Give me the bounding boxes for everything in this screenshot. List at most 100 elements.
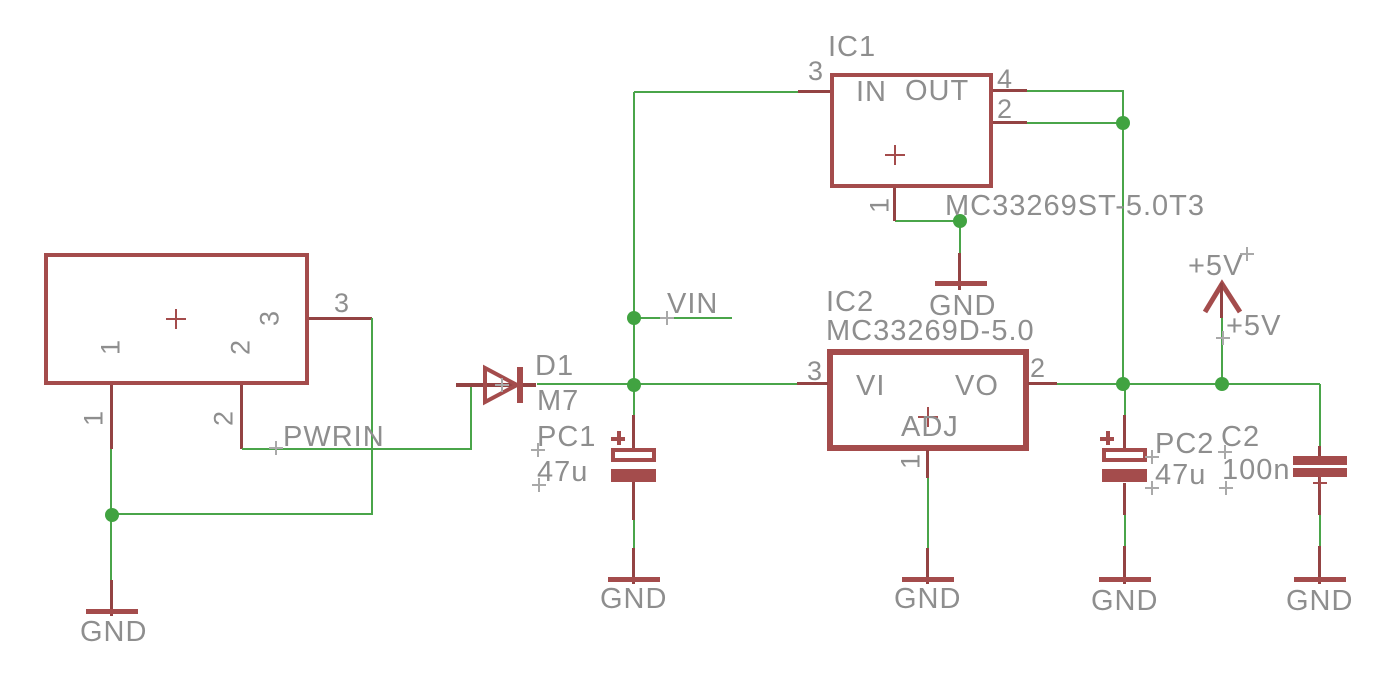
ic1-pin-in-stub <box>798 90 830 93</box>
gnd-ic2-stub <box>926 548 929 584</box>
connector-pin-number-1: 1 <box>78 410 109 427</box>
ic1-pin-number-3: 3 <box>808 56 824 86</box>
connector-pin-number-2: 2 <box>208 410 239 427</box>
c2-bottom-plate <box>1293 468 1347 477</box>
vin-origin-cross <box>660 311 674 325</box>
connector-pin2-stub <box>240 385 243 449</box>
ic2-pin-adj-stub <box>926 450 929 478</box>
ic1-pin1-stub <box>893 188 896 221</box>
ic2-value: MC33269D-5.0 <box>826 315 1035 347</box>
gnd-ic2-label: GND <box>894 583 962 615</box>
ic2-body <box>827 349 1029 451</box>
diode-designator: D1 <box>535 350 575 382</box>
junction-ic1-gnd <box>953 214 967 228</box>
ic1-gnd-bar <box>935 281 987 286</box>
junction-output-rail <box>1116 377 1130 391</box>
c2-top-plate <box>1293 456 1347 465</box>
ic1-gnd-stub <box>958 253 961 290</box>
pc2-value: 47u <box>1155 459 1207 491</box>
ic1-pin-out-name: OUT <box>905 75 970 107</box>
wire-ic1-out4 <box>1027 90 1124 92</box>
wire-c2-drop <box>1319 384 1321 446</box>
net-label-vin: VIN <box>667 288 719 320</box>
gnd-left-label: GND <box>80 616 148 648</box>
connector-pin1-stub <box>110 385 113 449</box>
wire-to-ic1-in <box>634 91 798 93</box>
gnd-ic2-bar <box>902 577 954 582</box>
gnd-pc2-bar <box>1099 577 1151 582</box>
connector-pin-name-2: 2 <box>225 339 256 356</box>
wire-to-diode <box>470 385 472 449</box>
wire-ic1-out2 <box>1027 122 1123 124</box>
ic2-pin-number-3: 3 <box>807 356 823 386</box>
power-connector-symbol <box>44 253 309 385</box>
connector-pin3-stub <box>309 317 372 320</box>
pc2-top-plate <box>1102 448 1147 462</box>
pc1-top-plate <box>611 448 656 462</box>
pc2-label-cross <box>1145 450 1159 464</box>
net-label-pwrin: PWRIN <box>283 421 385 453</box>
pc1-bottom-stub <box>632 482 635 520</box>
pc2-bottom-plate <box>1102 469 1147 482</box>
diode-value: M7 <box>537 385 580 417</box>
wire-output-rail <box>1057 383 1320 385</box>
pc2-top-stub <box>1123 415 1126 448</box>
wire-diode-to-junction <box>537 383 798 385</box>
pwrin-origin-cross <box>269 441 283 455</box>
ic1-pin-number-4: 4 <box>997 64 1013 94</box>
c2-value-cross <box>1219 481 1233 495</box>
pc1-value-cross <box>532 478 546 492</box>
wire-vin-riser <box>633 92 635 385</box>
ic1-designator: IC1 <box>828 31 877 63</box>
gnd-pc1-label: GND <box>600 583 668 615</box>
gnd-left-bar <box>86 609 138 614</box>
ic1-pin-number-2: 2 <box>997 94 1013 124</box>
pc2-value-cross <box>1145 481 1159 495</box>
gnd-left-stub <box>110 580 113 616</box>
c2-origin-cross <box>1313 476 1327 490</box>
ic2-pin-number-2: 2 <box>1030 353 1046 383</box>
junction-p5v-tap <box>1215 377 1229 391</box>
pc1-bottom-plate <box>611 469 656 482</box>
ic1-pin-number-1: 1 <box>864 197 895 214</box>
ic1-pin4-stub <box>993 89 1027 92</box>
ic1-origin-cross <box>885 145 905 165</box>
connector-origin-cross <box>166 309 186 329</box>
ic1-gnd-label: GND <box>929 290 997 322</box>
pc2-designator: PC2 <box>1155 428 1215 460</box>
c2-designator: C2 <box>1221 421 1261 453</box>
p5v-stub <box>1220 283 1223 318</box>
p5v-symbol-cross <box>1240 247 1254 261</box>
wire-c2-bottom <box>1319 515 1321 546</box>
gnd-c2-bar <box>1294 577 1346 582</box>
wire-vin-stub <box>634 317 732 319</box>
ic1-pin-in-name: IN <box>856 76 887 108</box>
ic2-pin-vo-name: VO <box>955 370 999 402</box>
connector-pin-name-3: 3 <box>254 310 285 327</box>
gnd-c2-stub <box>1318 546 1321 584</box>
ic2-pin-adj-name: ADJ <box>901 411 959 443</box>
gnd-pc1-stub <box>632 548 635 584</box>
wire-ic1-gnd <box>895 220 960 222</box>
pc1-value: 47u <box>537 456 589 488</box>
junction-vin-tap <box>627 311 641 325</box>
wire-ic1-gnd-down <box>959 221 961 253</box>
wire-ic2-adj-down <box>927 478 929 548</box>
p5v-symbol-label: +5V <box>1188 250 1244 282</box>
p5v-net-cross <box>1216 331 1230 345</box>
wire-pwrin <box>242 448 472 450</box>
junction-pin1-loop <box>105 508 119 522</box>
wire-pc1-bottom <box>633 520 635 548</box>
ic2-pin-number-1: 1 <box>895 453 926 470</box>
gnd-pc1-bar <box>608 577 660 582</box>
pc1-designator: PC1 <box>537 421 597 453</box>
wire-pc2-bottom <box>1124 515 1126 546</box>
ic2-pin-vi-stub <box>797 382 828 385</box>
c2-label-cross <box>1218 445 1232 459</box>
pc1-label-cross <box>531 443 545 457</box>
connector-pin-name-1: 1 <box>95 339 126 356</box>
ic2-pin-vo-stub <box>1028 382 1057 385</box>
gnd-c2-label: GND <box>1286 585 1354 617</box>
pc1-top-stub <box>632 415 635 448</box>
